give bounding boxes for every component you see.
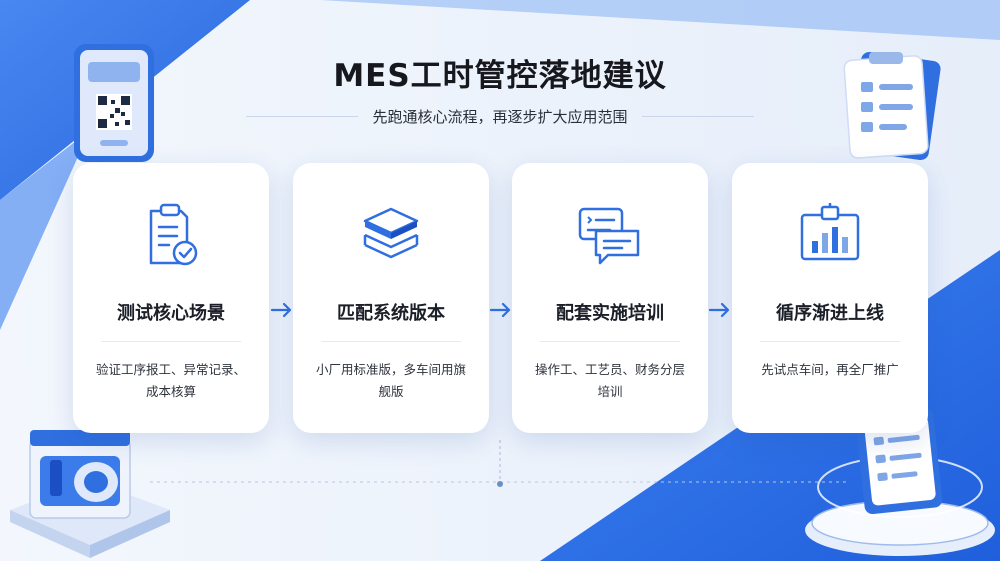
subtitle-line-left — [246, 115, 359, 117]
card-divider — [760, 341, 900, 342]
step-card-3: 配套实施培训 操作工、工艺员、财务分层培训 — [512, 163, 708, 433]
card-divider — [101, 341, 241, 342]
dashboard-chart-icon — [800, 203, 860, 261]
clipboard-check-icon — [149, 203, 198, 266]
card-description: 小厂用标准版，多车间用旗舰版 — [315, 362, 466, 399]
card-description: 先试点车间，再全厂推广 — [761, 362, 899, 377]
bg-shape-top-right — [320, 0, 1000, 40]
step-card-4: 循序渐进上线 先试点车间，再全厂推广 — [732, 163, 928, 433]
arrow-right-icon — [270, 302, 292, 318]
subtitle-line-right — [641, 115, 754, 117]
card-divider — [321, 341, 461, 342]
chat-bubbles-icon — [578, 207, 640, 265]
card-title: 配套实施培训 — [556, 303, 664, 324]
page-subtitle: 先跑通核心流程，再逐步扩大应用范围 — [372, 107, 628, 126]
clipboard-platform-illustration — [805, 405, 995, 556]
card-title: 匹配系统版本 — [337, 303, 445, 324]
bg-shape-left-band — [0, 130, 90, 330]
step-card-2: 匹配系统版本 小厂用标准版，多车间用旗舰版 — [293, 163, 489, 433]
page-title: MES工时管控落地建议 — [333, 58, 667, 94]
arrow-right-icon — [708, 302, 730, 318]
card-divider — [540, 341, 680, 342]
step-card-1: 测试核心场景 验证工序报工、异常记录、成本核算 — [73, 163, 269, 433]
baseline-dot — [497, 481, 503, 487]
card-title: 测试核心场景 — [117, 303, 225, 324]
subtitle-row: 先跑通核心流程，再逐步扩大应用范围 — [0, 104, 1000, 128]
card-description: 验证工序报工、异常记录、成本核算 — [95, 362, 246, 399]
phone-qr-illustration — [74, 44, 154, 162]
arrow-right-icon — [489, 302, 511, 318]
clipboard-illustration-top-right — [843, 51, 941, 161]
card-description: 操作工、工艺员、财务分层培训 — [534, 362, 685, 399]
layers-icon — [363, 207, 419, 259]
machine-illustration — [10, 408, 170, 558]
card-title: 循序渐进上线 — [776, 303, 884, 324]
